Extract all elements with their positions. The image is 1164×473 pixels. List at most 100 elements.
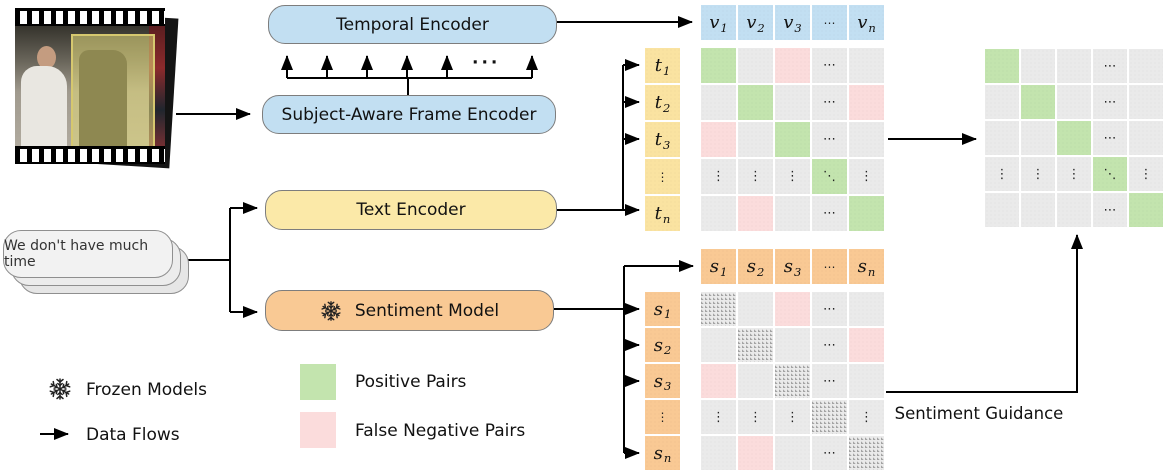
s-embeddings-row-cell: ⋯ — [812, 249, 847, 284]
matrix-cell-gray — [701, 328, 736, 362]
temporal-encoder-label: Temporal Encoder — [336, 14, 489, 35]
film-sprocket-top — [15, 8, 165, 26]
sentiment-similarity-matrix: ⋯⋯⋯⋮⋮⋮⋮⋯ — [701, 292, 884, 470]
frozen-models-icon — [49, 378, 71, 400]
matrix-cell-gray: ⋯ — [812, 292, 847, 326]
temporal-encoder-box: Temporal Encoder — [268, 5, 557, 44]
matrix-cell-pink — [775, 48, 810, 83]
matrix-cell-gray: ⋯ — [1093, 193, 1127, 227]
matrix-cell-gray — [738, 364, 773, 398]
matrix-cell-hatch — [738, 328, 773, 362]
matrix-cell-hatch — [775, 364, 810, 398]
matrix-cell-gray — [985, 85, 1019, 119]
matrix-cell-gray: ⋯ — [812, 196, 847, 231]
sentiment-model-box: Sentiment Model — [265, 290, 554, 331]
transcript-bubble: We don't have much time — [3, 230, 173, 278]
text-encoder-box: Text Encoder — [265, 190, 557, 230]
matrix-cell-gray — [849, 122, 884, 157]
film-frame-front — [15, 8, 165, 164]
sentiment-model-label: Sentiment Model — [354, 300, 500, 321]
matrix-cell-gray: ⋯ — [812, 328, 847, 362]
matrix-cell-gray — [738, 48, 773, 83]
matrix-cell-gray — [849, 364, 884, 398]
matrix-cell-gray — [738, 122, 773, 157]
snowflake-icon — [321, 300, 341, 321]
matrix-cell-gray — [1129, 85, 1163, 119]
person-left-coat — [21, 66, 67, 146]
matrix-cell-gray: ⋮ — [775, 400, 810, 434]
matrix-cell-pink — [701, 122, 736, 157]
matrix-cell-gray: ⋮ — [985, 157, 1019, 191]
video-frames-image — [12, 4, 180, 172]
matrix-cell-gray — [775, 85, 810, 120]
matrix-cell-gray: ⋯ — [1093, 121, 1127, 155]
sentiment-guidance-arrow — [886, 234, 1083, 393]
matrix-cell-gray — [701, 196, 736, 231]
matrix-cell-hatch — [849, 436, 884, 470]
matrix-cell-gray — [1021, 49, 1055, 83]
matrix-cell-gray — [701, 85, 736, 120]
matrix-cell-gray: ⋮ — [738, 159, 773, 194]
matrix-cell-gray — [985, 193, 1019, 227]
matrix-cell-gray — [1057, 49, 1091, 83]
transcript-text: We don't have much time — [4, 238, 149, 270]
matrix-cell-gray: ⋮ — [849, 159, 884, 194]
matrix-cell-gray: ⋮ — [738, 400, 773, 434]
matrix-cell-gray: ⋮ — [775, 159, 810, 194]
frozen-models-label: Frozen Models — [86, 380, 208, 400]
false-negative-pairs-label: False Negative Pairs — [355, 421, 526, 441]
matrix-cell-green — [1129, 193, 1163, 227]
matrix-cell-gray: ⋮ — [849, 400, 884, 434]
matrix-cell-green — [701, 48, 736, 83]
matrix-cell-gray — [985, 121, 1019, 155]
matrix-cell-gray: ⋮ — [1057, 157, 1091, 191]
frame-encoder-box: Subject-Aware Frame Encoder — [262, 95, 556, 134]
matrix-cell-gray: ⋯ — [812, 85, 847, 120]
matrix-cell-gray — [849, 48, 884, 83]
matrix-cell-pink — [738, 196, 773, 231]
matrix-cell-gray: ⋯ — [812, 48, 847, 83]
matrix-cell-green — [849, 196, 884, 231]
matrix-cell-gray: ⋯ — [812, 436, 847, 470]
matrix-cell-gray: ⋮ — [1021, 157, 1055, 191]
matrix-cell-gray: ⋮ — [1129, 157, 1163, 191]
false-negative-pairs-swatch — [300, 412, 336, 448]
matrix-cell-pink — [775, 292, 810, 326]
matrix-cell-pink — [849, 85, 884, 120]
s-embeddings-column-cell: ⋮ — [645, 400, 680, 434]
positive-pairs-label: Positive Pairs — [355, 372, 467, 392]
subject-highlight-box — [71, 34, 155, 146]
t-embeddings-column-cell: ⋮ — [645, 159, 680, 194]
matrix-cell-gray: ⋮ — [701, 400, 736, 434]
matrix-cell-pink — [701, 364, 736, 398]
matrix-cell-gray: ⋯ — [812, 364, 847, 398]
matrix-cell-gray: ⋯ — [1093, 49, 1127, 83]
matrix-cell-green — [1021, 85, 1055, 119]
matrix-cell-gray — [1021, 193, 1055, 227]
matrix-cell-hatch — [812, 400, 847, 434]
matrix-cell-green: ⋱ — [812, 159, 847, 194]
person-left-head — [37, 46, 56, 69]
matrix-cell-gray — [849, 292, 884, 326]
matrix-cell-gray — [775, 436, 810, 470]
matrix-cell-gray — [1057, 85, 1091, 119]
matrix-cell-green — [985, 49, 1019, 83]
matrix-cell-gray: ⋮ — [701, 159, 736, 194]
movie-still-photo — [15, 26, 165, 146]
comb-ellipsis: ··· — [472, 53, 501, 73]
text-encoder-branches — [555, 59, 640, 216]
